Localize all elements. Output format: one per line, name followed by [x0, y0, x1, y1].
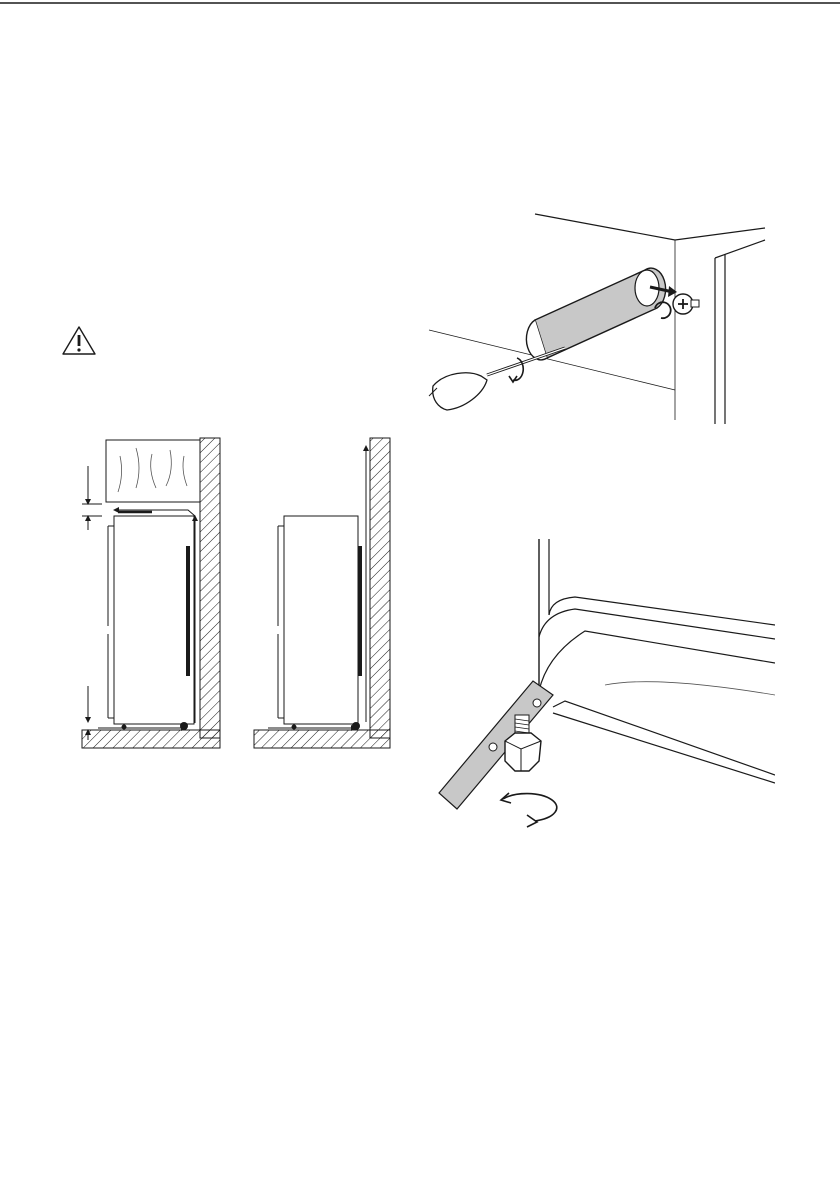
warning-triangle-icon — [60, 324, 98, 358]
top-rule — [0, 0, 840, 10]
rotate-arrow-icon — [501, 793, 557, 827]
ventilation-right-variant — [254, 438, 390, 748]
rotate-arrow-icon — [509, 358, 523, 382]
screw-icon — [673, 294, 699, 314]
rear-spacer-diagram — [425, 210, 780, 430]
ventilation-left-variant — [82, 438, 220, 748]
leveling-foot-diagram — [435, 535, 775, 830]
ventilation-diagram — [78, 436, 398, 756]
